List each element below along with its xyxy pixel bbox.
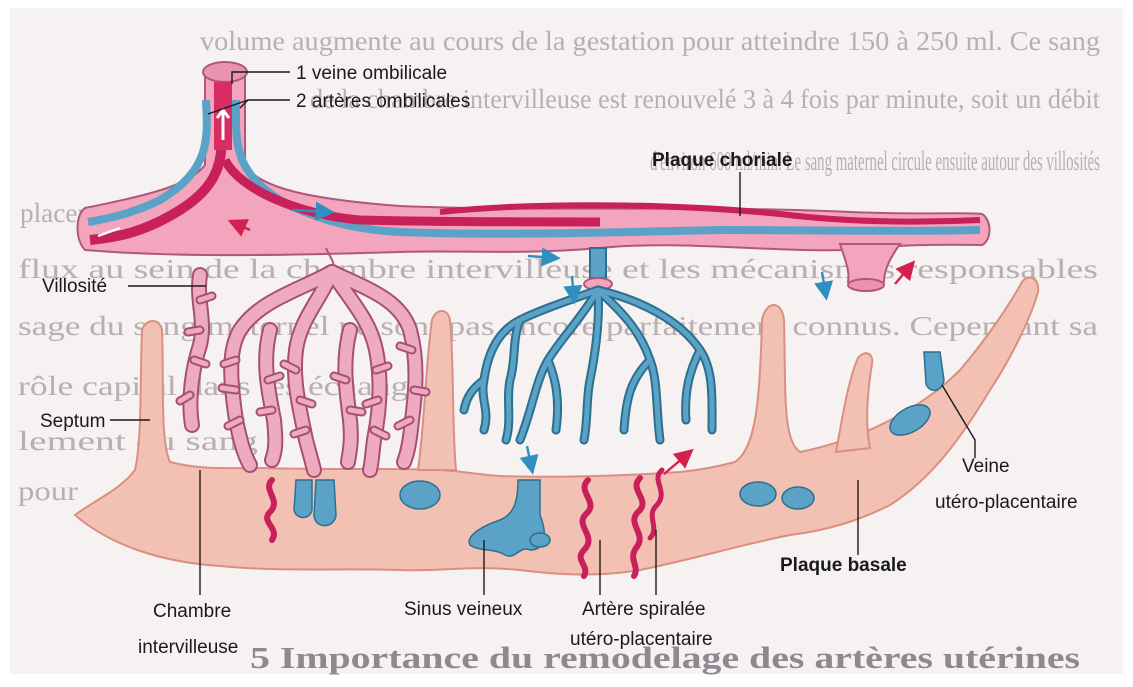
vein-stub-2 [314,480,336,526]
label-plaque-basale: Plaque basale [780,555,907,576]
book-text-line-1: volume augmente au cours de la gestation… [200,26,1100,56]
label-septum: Septum [40,411,105,432]
utero-placental-vein-stub [924,352,944,390]
label-artere-spiralee-line1: Artère spiralée [582,599,706,620]
label-villosite: Villosité [42,276,107,297]
label-sinus-veineux: Sinus veineux [404,599,523,620]
label-artere-spiralee-line2: utéro-placentaire [570,629,713,650]
label-veine-utero-line2: utéro-placentaire [935,492,1078,513]
villus-branch [345,330,350,462]
label-chambre-line1: Chambre [153,601,231,622]
label-arteres-ombilicales: 2 artères ombilicales [296,91,470,112]
label-veine-ombilicale: 1 veine ombilicale [296,63,447,84]
label-chambre-line2: intervilleuse [138,637,238,658]
vein-blob [400,481,440,509]
book-text-line-5: flux au sein de la chambre intervilleuse… [18,254,1098,284]
stem-villus-right-cap [848,279,884,291]
vein-blob [782,487,814,509]
stem-villus-middle [590,248,606,278]
vein-blob [740,482,776,506]
book-text-line-9: pour [18,476,78,506]
vein-blob [530,533,550,547]
label-veine-utero-line1: Veine [962,456,1010,477]
book-text-line-6: sage du sang maternel ne sont pas encore… [18,311,1098,341]
vein-stub-1 [294,480,312,518]
label-plaque-choriale: Plaque choriale [652,150,792,171]
